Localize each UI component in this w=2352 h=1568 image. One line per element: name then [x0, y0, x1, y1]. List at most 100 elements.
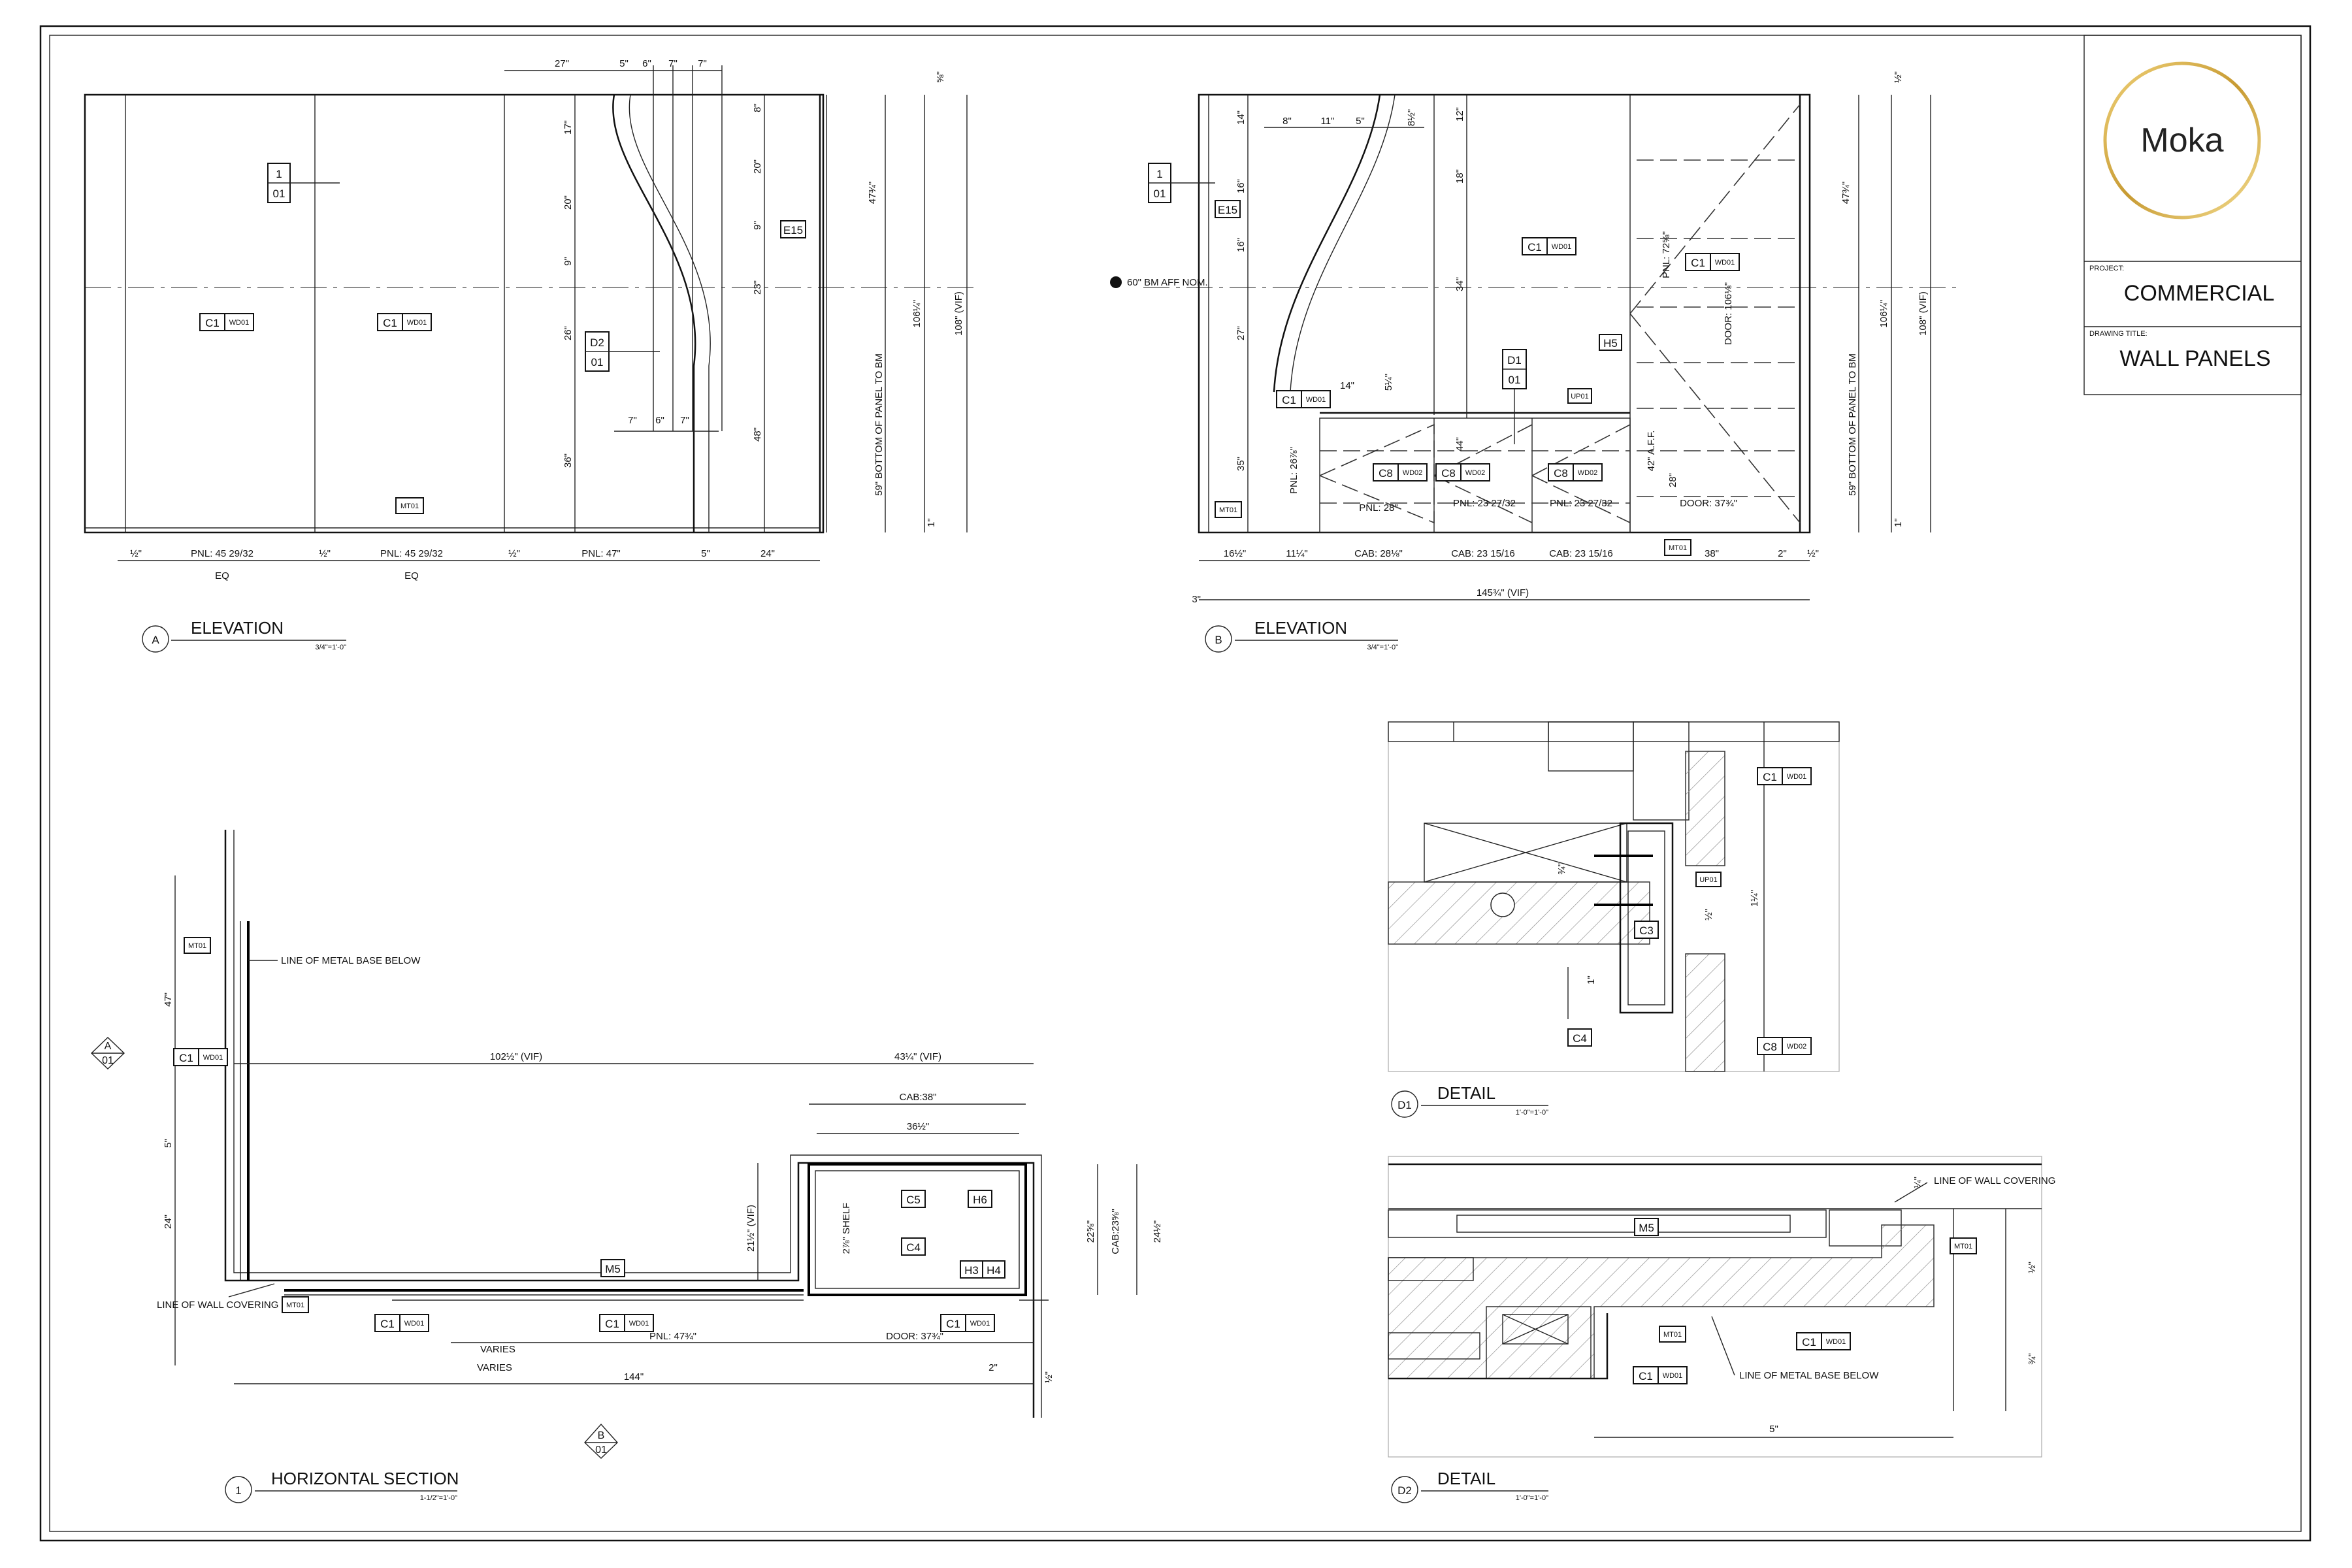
a-vert-dim: 8" — [752, 103, 763, 112]
s-dim-144: 144" — [624, 1371, 644, 1382]
s-dim-24: 24" — [163, 1215, 174, 1229]
b-vert-dim: 16" — [1235, 179, 1247, 193]
note-varies-2: VARIES — [477, 1362, 512, 1373]
d1-dim: 1¼" — [1749, 890, 1760, 907]
b-dim-474: 47¾" — [1840, 182, 1852, 204]
b-door-106: DOOR: 106⅛" — [1723, 282, 1734, 345]
tag-up01: UP01 — [1571, 393, 1589, 400]
note-wall-covering: LINE OF WALL COVERING — [157, 1299, 278, 1311]
tag-c4: C4 — [1573, 1032, 1587, 1045]
title-block: Moka PROJECT: COMMERCIAL DRAWING TITLE: … — [2083, 35, 2302, 395]
b-top-dim: 5" — [1356, 116, 1365, 127]
svg-text:1: 1 — [235, 1484, 241, 1497]
tag-d1-top: D1 — [1507, 354, 1522, 367]
s-dim-5: 5" — [163, 1139, 174, 1148]
b-overall: 145¾" (VIF) — [1477, 587, 1529, 598]
tag-mt01: MT01 — [188, 942, 206, 950]
tag-wd01: WD01 — [1715, 259, 1735, 267]
b-dim-59: 59" BOTTOM OF PANEL TO BM — [1847, 353, 1858, 496]
tag-wd02: WD02 — [1787, 1043, 1807, 1051]
tag-c1: C1 — [1802, 1336, 1816, 1348]
b-top-dim: 8½" — [1406, 109, 1417, 126]
a-vert-dim: 26" — [563, 326, 574, 340]
tag-wd01: WD01 — [404, 1320, 425, 1328]
view-title-d2: D2 DETAIL 1'-0"=1'-0" — [1391, 1469, 1548, 1503]
a-top-dim: 27" — [555, 58, 569, 69]
b-dim-112: ½" — [1893, 71, 1904, 83]
b-pnl-28: PNL: 28" — [1359, 502, 1398, 514]
tag-wd01: WD01 — [407, 319, 427, 327]
s-dim-212: 21½" (VIF) — [745, 1205, 757, 1252]
inner-border — [49, 35, 2302, 1532]
tag-c1: C1 — [1691, 257, 1705, 269]
tag-1-bottom: 01 — [1154, 188, 1166, 200]
s-door374: DOOR: 37¾" — [886, 1331, 943, 1342]
a-bottom-dim: 5" — [701, 548, 710, 559]
tag-c8: C8 — [1763, 1041, 1777, 1053]
tag-h4: H4 — [987, 1264, 1001, 1277]
b-vert-dim: 27" — [1235, 326, 1247, 340]
tag-c1: C1 — [383, 317, 397, 329]
tag-wd01: WD01 — [629, 1320, 649, 1328]
tag-c5: C5 — [906, 1194, 921, 1206]
b-door-37: DOOR: 37¾" — [1680, 498, 1737, 509]
tag-c1: C1 — [1763, 771, 1777, 783]
outer-border — [39, 25, 2311, 1542]
tag-1-top: 1 — [1156, 168, 1162, 180]
s-cab23: CAB:23⅝" — [1110, 1209, 1121, 1254]
b-vert-dim: 16" — [1235, 238, 1247, 252]
b-dim-5a: 5¼" — [1383, 374, 1394, 391]
note-metal-base: LINE OF METAL BASE BELOW — [1739, 1370, 1879, 1381]
tag-wd02: WD02 — [1578, 469, 1598, 477]
d1-dim: 1" — [1586, 975, 1597, 985]
b-dim-14: 14" — [1340, 380, 1354, 391]
s-dim-3612: 36½" — [907, 1121, 930, 1132]
tag-c3: C3 — [1639, 924, 1654, 937]
s-dim-12: ½" — [1043, 1371, 1054, 1383]
d2-dim: 5" — [1769, 1424, 1778, 1435]
tag-m5: M5 — [1639, 1222, 1654, 1234]
view-scale: 1'-0"=1'-0" — [1516, 1494, 1548, 1502]
b-bottom-dim: 38" — [1705, 548, 1719, 559]
b-bottom-dim: 16½" — [1224, 548, 1247, 559]
a-dim-59: 59" BOTTOM OF PANEL TO BM — [874, 353, 885, 496]
a-top-dim: 7" — [668, 58, 678, 69]
s-shelf: 2⅞" SHELF — [841, 1203, 852, 1254]
a-vert-dim: 20" — [752, 159, 763, 174]
tag-mt01: MT01 — [1219, 506, 1237, 514]
a-bottom-dim: ½" — [508, 548, 520, 559]
a-eq: EQ — [215, 570, 229, 581]
tag-c1: C1 — [1527, 241, 1542, 253]
drawing-title-label: DRAWING TITLE: — [2089, 330, 2148, 338]
a-mid-dim: 6" — [655, 415, 664, 426]
view-scale: 3/4"=1'-0" — [315, 644, 346, 651]
a-eq: EQ — [404, 570, 419, 581]
tag-d2-bottom: 01 — [591, 356, 604, 368]
b-dim-108: 108" (VIF) — [1918, 291, 1929, 336]
b-top-dim: 11" — [1321, 116, 1335, 127]
project-name: COMMERCIAL — [2124, 281, 2274, 306]
view-title-text: DETAIL — [1437, 1083, 1495, 1103]
a-vert-dim: 17" — [563, 120, 574, 135]
b-bottom-dim: CAB: 23 15/16 — [1549, 548, 1613, 559]
a-vert-dim: 20" — [563, 195, 574, 210]
b-vert-dim: 44" — [1454, 437, 1465, 451]
b-vert-dim: 14" — [1235, 110, 1247, 125]
callout-a-bottom: 01 — [102, 1055, 114, 1066]
view-scale: 1-1/2"=1'-0" — [420, 1494, 457, 1502]
elevation-a: 27" 5" 6" 7" 7" 7" 6" 7" 17" 20" 9" 26" … — [84, 58, 973, 581]
tag-c1: C1 — [946, 1318, 960, 1330]
b-dim-3: 3" — [1192, 594, 1201, 605]
a-top-dim: 5" — [619, 58, 629, 69]
view-title-text: ELEVATION — [1254, 618, 1347, 638]
elevation-b: 8" 11" 5" 8½" 14" 16" 16" 27" 35" 12" 18… — [1110, 71, 1960, 605]
d2-dim: ½" — [2027, 1262, 2038, 1273]
detail-d2: 5" ¼" ½" ¾" LINE OF WALL COVERING LINE O… — [1388, 1156, 2055, 1458]
a-mid-dim: 7" — [680, 415, 689, 426]
tag-wd01: WD01 — [1306, 396, 1326, 404]
tag-m5: M5 — [605, 1263, 621, 1275]
project-label: PROJECT: — [2089, 265, 2124, 272]
svg-text:B: B — [1215, 634, 1222, 646]
tag-d1-bottom: 01 — [1509, 374, 1521, 386]
